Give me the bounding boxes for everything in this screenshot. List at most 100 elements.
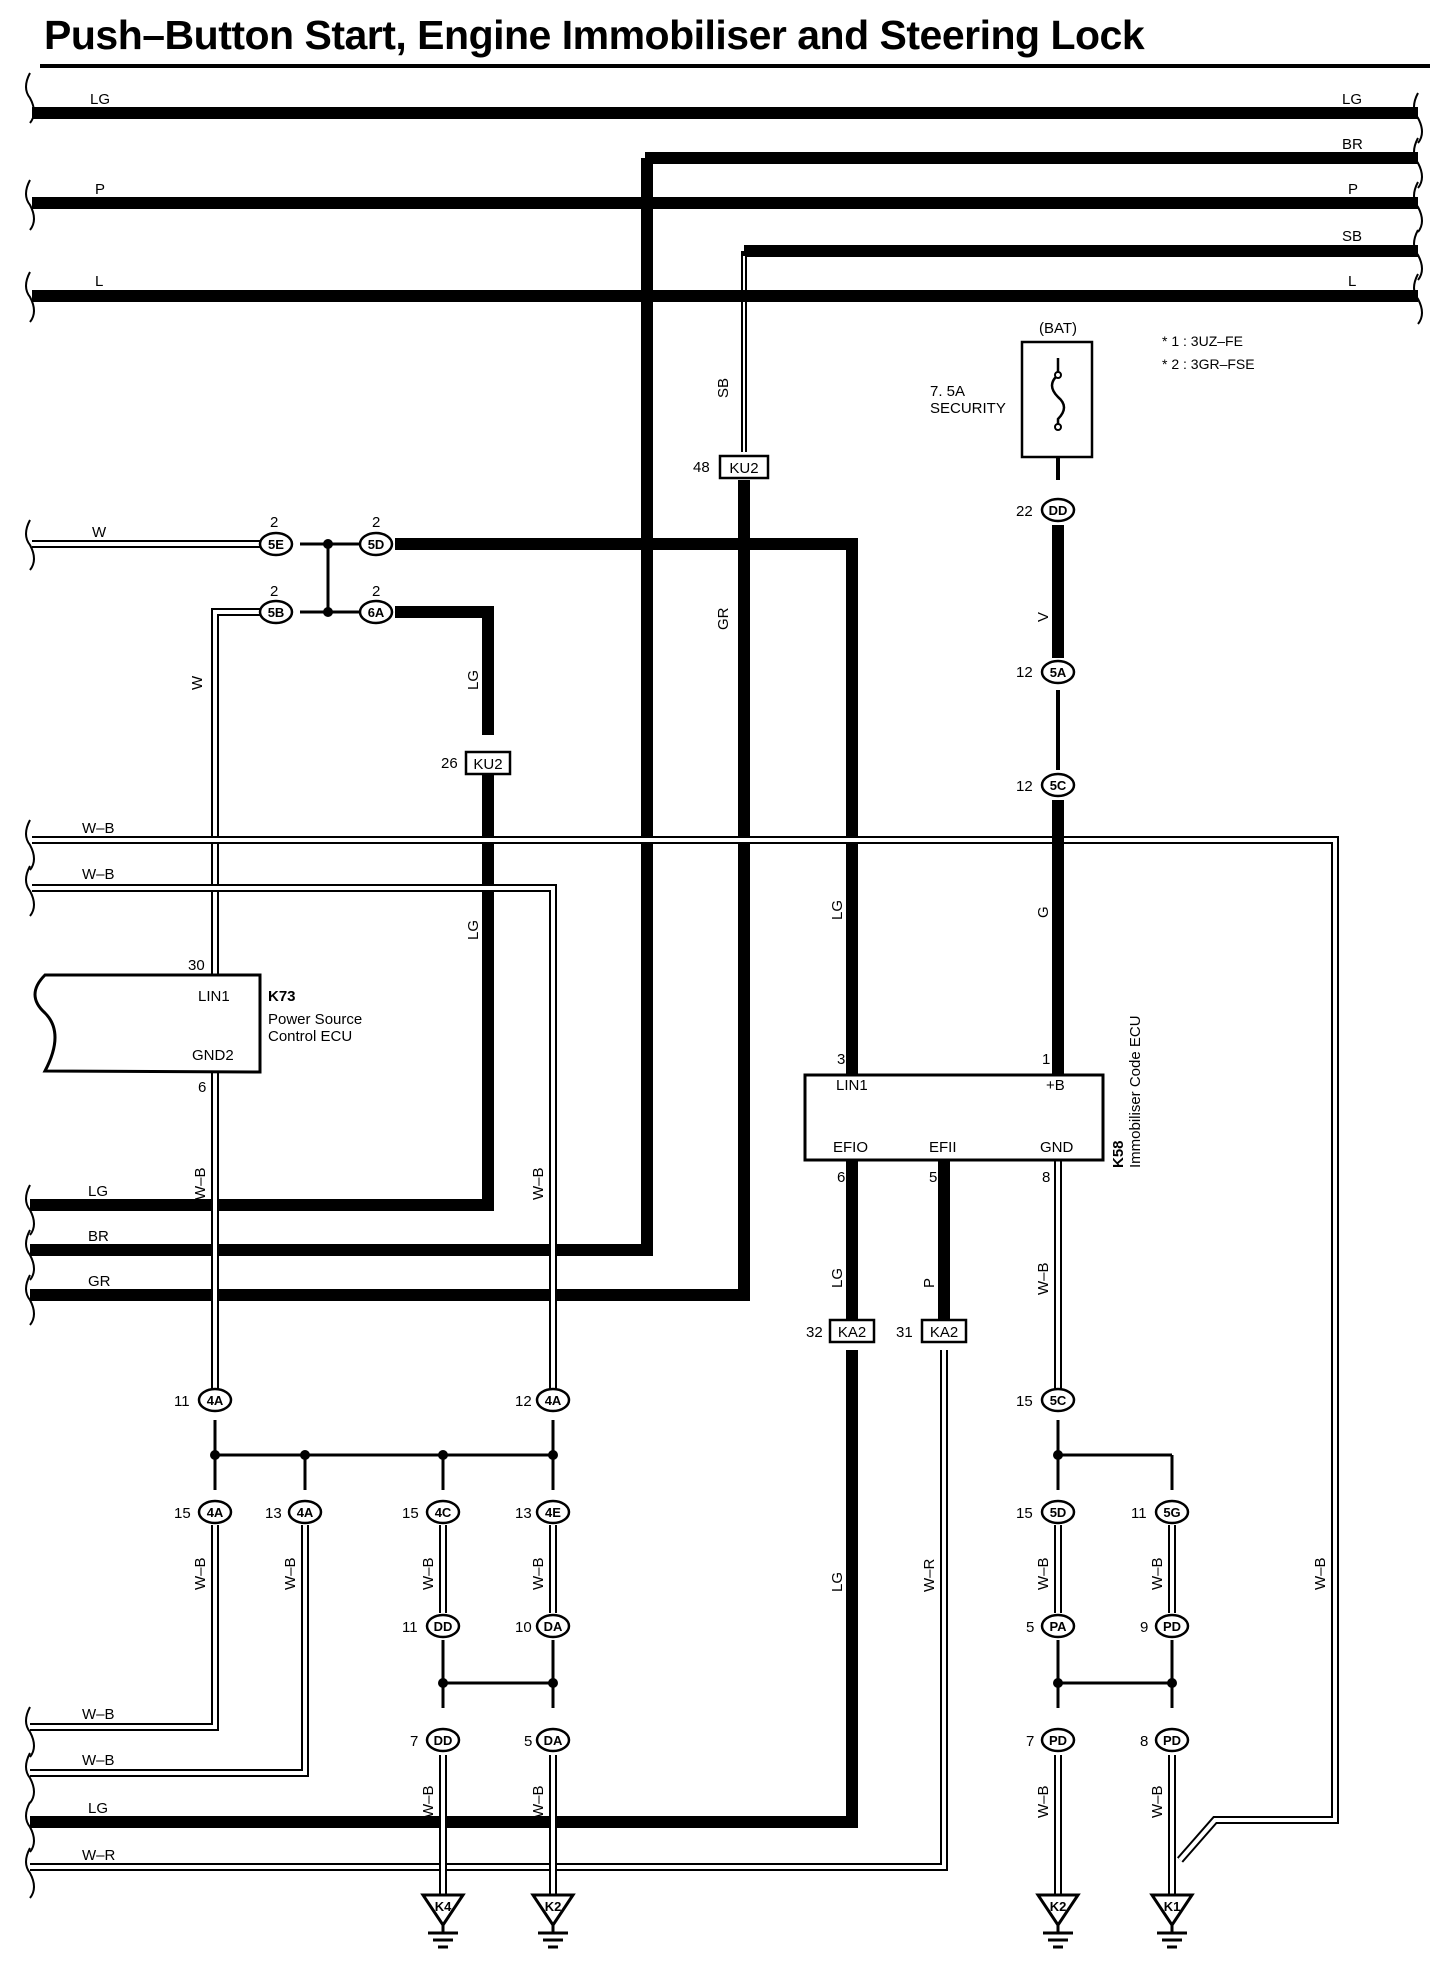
pin-6a: 2 xyxy=(372,583,380,600)
ecu-k58-pin-gnd: GND xyxy=(1040,1139,1074,1156)
connector-dd-22 xyxy=(1040,497,1076,523)
label-lg-left-mid: LG xyxy=(88,1183,108,1200)
connector-4a-13-label: 4A xyxy=(297,1505,314,1520)
connector-ka2-32 xyxy=(828,1318,876,1344)
connector-5d-15 xyxy=(1040,1499,1076,1525)
label-lg-vertical-5: LG xyxy=(829,1572,846,1592)
label-lg-right-top: LG xyxy=(1342,91,1362,108)
label-lg-vertical-4: LG xyxy=(829,1268,846,1288)
ecu-k58-pin-b: +B xyxy=(1046,1077,1065,1094)
pin-5b: 2 xyxy=(270,583,278,600)
ecu-k58-pin-lin1: LIN1 xyxy=(836,1077,868,1094)
ground-k2-left-label: K2 xyxy=(545,1899,562,1914)
label-wb-vertical-6: W–B xyxy=(420,1557,437,1590)
pin-5e: 2 xyxy=(270,514,278,531)
connector-5b xyxy=(258,599,294,625)
label-wb-vertical-11: W–B xyxy=(420,1785,437,1818)
label-sb-vertical: SB xyxy=(715,378,732,398)
label-p-right: P xyxy=(1348,181,1358,198)
pin-ku2-48: 48 xyxy=(693,459,710,476)
connector-ka2-32-label: KA2 xyxy=(838,1324,866,1341)
harness-wire-wr xyxy=(30,1350,948,1871)
label-lg-vertical-1: LG xyxy=(465,670,482,690)
pin-pa-5: 5 xyxy=(1026,1619,1034,1636)
ecu-k73-pin-gnd2: GND2 xyxy=(192,1047,234,1064)
connector-5d xyxy=(358,531,394,557)
label-wb-left-3: W–B xyxy=(82,1706,115,1723)
connector-4a-11-label: 4A xyxy=(207,1393,224,1408)
label-lg-vertical-3: LG xyxy=(829,900,846,920)
page-title: Push–Button Start, Engine Immobiliser an… xyxy=(44,12,1145,58)
connector-4a-11 xyxy=(197,1387,233,1413)
connector-6a xyxy=(358,599,394,625)
ecu-k73-name-1: Power Source xyxy=(268,1011,362,1028)
label-wb-vertical-8: W–B xyxy=(1035,1557,1052,1590)
wire-lg-lin1 xyxy=(395,538,858,1075)
fuse-name: SECURITY xyxy=(930,400,1006,417)
label-g-vertical: G xyxy=(1035,906,1052,918)
label-lg-left-bottom: LG xyxy=(88,1800,108,1817)
pin-4c-15: 15 xyxy=(402,1505,419,1522)
pin-ka2-32: 32 xyxy=(806,1324,823,1341)
label-wb-left-4: W–B xyxy=(82,1752,115,1769)
pin-pd-7: 7 xyxy=(1026,1733,1034,1750)
pin-5g-11: 11 xyxy=(1131,1505,1147,1522)
connector-4c-label: 4C xyxy=(435,1505,452,1520)
connector-ku2-26-label: KU2 xyxy=(473,756,502,773)
label-wb-vertical-10: W–B xyxy=(1312,1557,1329,1590)
connector-5a xyxy=(1040,659,1076,685)
connector-da-5 xyxy=(535,1727,571,1753)
connector-6a-label: 6A xyxy=(368,605,385,620)
pin-4e-13: 13 xyxy=(515,1505,532,1522)
ground-tree-right xyxy=(1053,1420,1177,1895)
connector-dd-7 xyxy=(425,1727,461,1753)
connector-5e xyxy=(258,531,294,557)
pin-5d: 2 xyxy=(372,514,380,531)
pin-pd-9: 9 xyxy=(1140,1619,1148,1636)
pin-5d-15: 15 xyxy=(1016,1505,1033,1522)
pin-ku2-26: 26 xyxy=(441,755,458,772)
ground-k1-label: K1 xyxy=(1164,1899,1181,1914)
connector-5d-15-label: 5D xyxy=(1050,1505,1067,1520)
connector-4e-13 xyxy=(535,1499,571,1525)
ecu-k73-id: K73 xyxy=(268,988,296,1005)
ecu-k58-id: K58 xyxy=(1110,1140,1127,1168)
connector-ku2-48 xyxy=(718,454,770,480)
connector-4a-15 xyxy=(197,1499,233,1525)
harness-wire-wb-1 xyxy=(25,819,1339,1863)
pin-4a-12: 12 xyxy=(515,1393,532,1410)
ground-tree-left xyxy=(25,1420,558,1895)
fuse-security xyxy=(1020,340,1094,459)
ecu-k73-name-2: Control ECU xyxy=(268,1028,352,1045)
connector-pd-7 xyxy=(1040,1727,1076,1753)
ecu-k58-pin-efio: EFIO xyxy=(833,1139,868,1156)
connector-5c-15-label: 5C xyxy=(1050,1393,1067,1408)
label-wb-vertical-2: W–B xyxy=(530,1167,547,1200)
title-underline xyxy=(40,64,1430,68)
harness-wire-lg-top xyxy=(25,72,1423,144)
pin-k58-8: 8 xyxy=(1042,1169,1050,1186)
harness-wire-sb-top xyxy=(741,229,1423,452)
connector-5c-12 xyxy=(1040,772,1076,798)
connector-dd-11-label: DD xyxy=(434,1619,453,1634)
ecu-k58-immobiliser xyxy=(803,1073,1105,1162)
connector-4a-15-label: 4A xyxy=(207,1505,224,1520)
label-wb-vertical-5: W–B xyxy=(282,1557,299,1590)
connector-dd-22-label: DD xyxy=(1049,503,1068,518)
connector-4a-12-label: 4A xyxy=(545,1393,562,1408)
connector-4a-13 xyxy=(287,1499,323,1525)
label-wb-vertical-7: W–B xyxy=(530,1557,547,1590)
connector-ka2-31-label: KA2 xyxy=(930,1324,958,1341)
label-wb-vertical-9: W–B xyxy=(1149,1557,1166,1590)
connector-5e-label: 5E xyxy=(268,537,284,552)
pin-5a-12: 12 xyxy=(1016,664,1033,681)
ground-k4-label: K4 xyxy=(435,1899,452,1914)
pin-4a-13: 13 xyxy=(265,1505,282,1522)
pin-ka2-31: 31 xyxy=(896,1324,913,1341)
connector-pd-8-label: PD xyxy=(1163,1733,1181,1748)
pin-da-5: 5 xyxy=(524,1733,532,1750)
pin-k58-3: 3 xyxy=(837,1051,845,1068)
note-2: * 2 : 3GR–FSE xyxy=(1162,356,1255,372)
connector-4a-12 xyxy=(535,1387,571,1413)
label-sb-right: SB xyxy=(1342,228,1362,245)
